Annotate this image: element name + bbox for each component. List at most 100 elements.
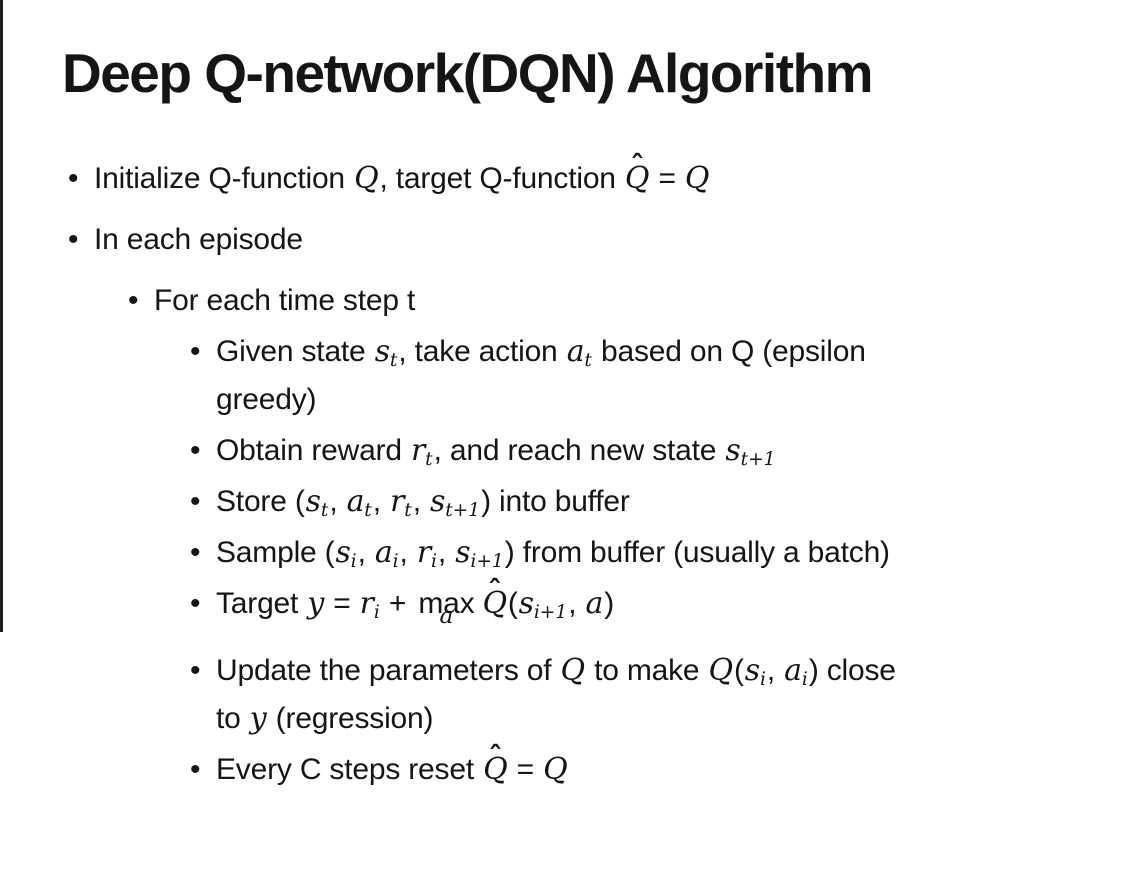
text-segment: For each time step t — [154, 284, 416, 318]
text-segment: Update the parameters of — [216, 654, 560, 688]
bullet-item: • Sample (si, ai, ri, si+1) from buffer (… — [190, 529, 1124, 577]
math-subscript: i+1 — [533, 602, 568, 624]
text-segment: , — [437, 536, 455, 570]
text-segment: ( — [733, 654, 744, 688]
math-subscript: t — [404, 500, 412, 522]
bullet-list: •Initialize Q-function Q, target Q-funct… — [0, 148, 1124, 794]
math-segment: Q — [708, 653, 734, 689]
text-segment: Target — [216, 587, 307, 621]
bullet-text: Sample (si, ai, ri, si+1) from buffer (u… — [216, 529, 1124, 577]
text-segment: , — [372, 485, 390, 519]
text-segment: = — [650, 162, 684, 196]
math-segment: st — [305, 484, 329, 522]
text-segment: Given state — [216, 335, 374, 369]
text-segment: ( — [507, 587, 518, 621]
math-segment: rt — [390, 484, 412, 522]
math-segment: st+1 — [725, 433, 776, 471]
math-subscript: t — [584, 350, 592, 372]
math-segment: st — [374, 334, 398, 372]
text-segment: , target Q-function — [379, 162, 624, 196]
math-segment: y — [249, 701, 267, 737]
math-segment: ai — [374, 535, 399, 573]
bullet-item: •Initialize Q-function Q, target Q-funct… — [68, 148, 1124, 203]
math-segment: si+1 — [518, 586, 568, 624]
bullet-item: • In each episode — [68, 216, 1124, 264]
slide-edge-line — [0, 0, 3, 632]
bullet-text: In each episode — [94, 216, 1124, 264]
text-segment: ) close — [808, 654, 896, 688]
math-subscript: i — [759, 669, 766, 691]
math-segment: rt — [410, 433, 433, 471]
text-segment: , — [412, 485, 429, 519]
bullet-icon: • — [190, 536, 201, 570]
bullet-item: •Obtain reward rt, and reach new state s… — [190, 427, 1124, 475]
text-segment: , — [568, 587, 585, 621]
math-subscript: i — [373, 602, 380, 624]
math-subscript: t+1 — [445, 500, 481, 522]
math-segment: y — [307, 586, 325, 622]
hat-accent: ˆ — [487, 573, 502, 608]
text-segment: Every C steps reset — [216, 753, 483, 787]
math-segment: si — [335, 535, 357, 573]
slide-title: Deep Q-network(DQN) Algorithm — [62, 42, 874, 104]
text-segment: Store ( — [216, 485, 305, 519]
text-segment: + — [380, 587, 415, 621]
math-subscript: t — [364, 500, 372, 522]
text-segment: Sample ( — [216, 536, 335, 570]
bullet-item: •Given state st, take action at based on… — [190, 328, 1124, 424]
bullet-item: • For each time step t — [128, 277, 1124, 325]
math-segment: ri — [359, 586, 380, 624]
math-subscript: t+1 — [740, 449, 776, 471]
text-segment: (regression) — [267, 702, 434, 736]
math-subscript: i+1 — [470, 551, 504, 573]
math-subscript: i — [430, 551, 437, 573]
bullet-icon: • — [190, 335, 201, 369]
bullet-text: For each time step t — [154, 277, 1124, 325]
math-subscript: t — [425, 449, 433, 471]
math-segment: Q — [543, 752, 568, 788]
math-segment: at — [346, 484, 372, 522]
hat-accent: ˆ — [488, 739, 503, 774]
math-subscript: t — [320, 500, 329, 522]
math-subscript: t — [389, 350, 398, 372]
math-segment: ai — [784, 653, 808, 691]
math-segment: Q — [354, 161, 379, 197]
bullet-icon: • — [68, 223, 79, 257]
text-segment: Initialize Q-function — [94, 162, 354, 196]
text-segment: greedy) — [216, 383, 317, 417]
bullet-text: Initialize Q-function Q, target Q-functi… — [94, 148, 1124, 203]
text-segment: , — [399, 536, 416, 570]
text-segment: , and reach new state — [433, 434, 725, 468]
operator-underscript: a — [439, 601, 454, 630]
math-segment: a — [585, 586, 604, 622]
operator-name: max — [418, 587, 475, 621]
hat-accent: ˆ — [630, 148, 645, 183]
math-subscript: i — [392, 551, 399, 573]
bullet-icon: • — [190, 753, 201, 787]
math-subscript: i — [350, 551, 357, 573]
text-segment: to — [216, 702, 249, 736]
text-segment: = — [508, 753, 543, 787]
bullet-text: Update the parameters of Q to make Q(si,… — [216, 647, 1124, 743]
bullet-icon: • — [190, 434, 201, 468]
text-segment: , take action — [398, 335, 566, 369]
text-segment: , — [329, 485, 346, 519]
math-segment: st+1 — [429, 484, 481, 522]
math-segment: Q — [560, 653, 586, 689]
bullet-icon: • — [128, 284, 139, 318]
bullet-icon: • — [190, 654, 201, 688]
text-segment: In each episode — [94, 223, 303, 257]
math-subscript: i — [801, 669, 808, 691]
bullet-icon: • — [190, 485, 201, 519]
math-segment: si — [744, 653, 766, 691]
bullet-item: •Store (st, at, rt, st+1) into buffer — [190, 478, 1124, 526]
